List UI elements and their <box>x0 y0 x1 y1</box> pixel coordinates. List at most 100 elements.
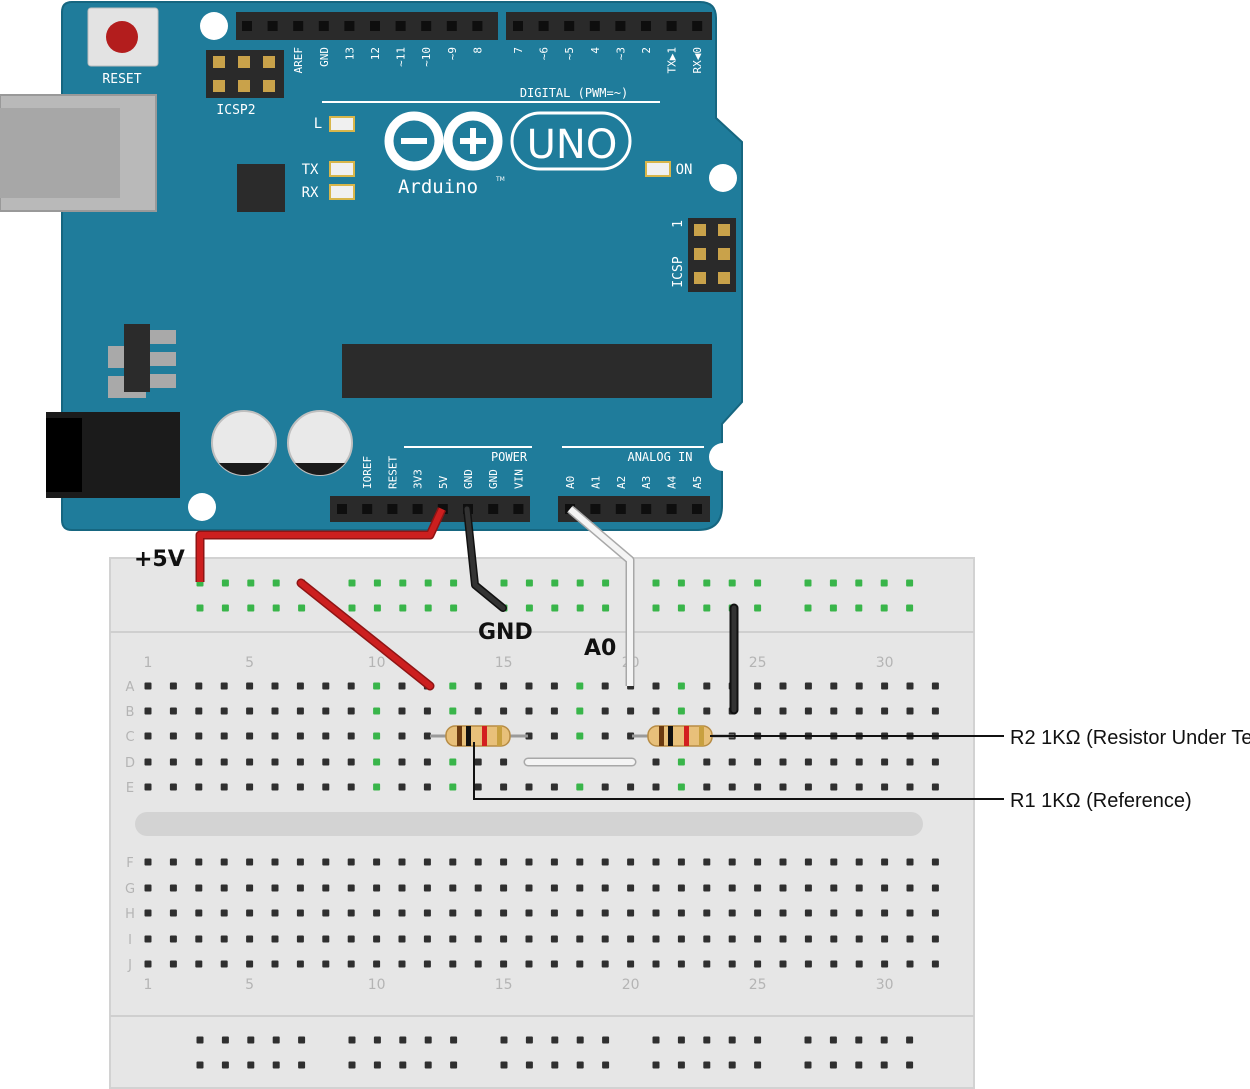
breadboard-hole[interactable] <box>830 909 838 917</box>
breadboard-hole[interactable] <box>855 909 863 917</box>
header-socket[interactable] <box>293 21 304 31</box>
breadboard-hole[interactable] <box>373 909 381 917</box>
breadboard-hole[interactable] <box>322 935 330 943</box>
breadboard-hole[interactable] <box>830 758 838 766</box>
breadboard-hole[interactable] <box>754 935 762 943</box>
breadboard-hole[interactable] <box>830 783 838 791</box>
breadboard-hole[interactable] <box>525 1036 533 1044</box>
breadboard-hole[interactable] <box>298 1036 306 1044</box>
breadboard-hole[interactable] <box>855 1061 863 1069</box>
breadboard-hole[interactable] <box>220 758 228 766</box>
breadboard-hole[interactable] <box>348 1036 356 1044</box>
breadboard-hole[interactable] <box>880 1061 888 1069</box>
header-socket[interactable] <box>666 21 677 31</box>
breadboard-hole[interactable] <box>500 1036 508 1044</box>
breadboard-hole[interactable] <box>652 682 660 690</box>
breadboard-hole[interactable] <box>195 858 203 866</box>
breadboard-hole[interactable] <box>829 604 837 612</box>
breadboard-hole[interactable] <box>322 909 330 917</box>
breadboard-hole[interactable] <box>221 579 229 587</box>
breadboard-hole[interactable] <box>779 858 787 866</box>
breadboard-hole[interactable] <box>627 960 635 968</box>
breadboard-hole[interactable] <box>246 858 254 866</box>
breadboard-hole[interactable] <box>550 884 558 892</box>
breadboard-hole[interactable] <box>829 579 837 587</box>
breadboard-hole[interactable] <box>399 579 407 587</box>
breadboard-hole[interactable] <box>677 1036 685 1044</box>
breadboard-hole[interactable] <box>601 884 609 892</box>
breadboard-hole[interactable] <box>373 1036 381 1044</box>
breadboard-hole[interactable] <box>296 909 304 917</box>
breadboard-hole[interactable] <box>373 732 381 740</box>
breadboard-hole[interactable] <box>677 858 685 866</box>
breadboard-hole[interactable] <box>677 682 685 690</box>
breadboard-hole[interactable] <box>423 858 431 866</box>
breadboard-hole[interactable] <box>373 682 381 690</box>
breadboard-hole[interactable] <box>399 1061 407 1069</box>
breadboard-hole[interactable] <box>703 909 711 917</box>
breadboard-hole[interactable] <box>906 1061 914 1069</box>
breadboard-hole[interactable] <box>169 783 177 791</box>
breadboard-hole[interactable] <box>830 884 838 892</box>
breadboard-hole[interactable] <box>880 1036 888 1044</box>
breadboard-hole[interactable] <box>322 858 330 866</box>
breadboard-hole[interactable] <box>652 783 660 791</box>
breadboard-hole[interactable] <box>652 909 660 917</box>
breadboard-hole[interactable] <box>296 783 304 791</box>
breadboard-hole[interactable] <box>728 758 736 766</box>
breadboard-hole[interactable] <box>627 707 635 715</box>
breadboard-hole[interactable] <box>804 960 812 968</box>
header-socket[interactable] <box>538 21 549 31</box>
breadboard-hole[interactable] <box>246 935 254 943</box>
breadboard-hole[interactable] <box>550 858 558 866</box>
header-socket[interactable] <box>337 504 347 514</box>
breadboard-hole[interactable] <box>602 604 610 612</box>
breadboard-hole[interactable] <box>423 707 431 715</box>
breadboard-hole[interactable] <box>373 758 381 766</box>
breadboard-hole[interactable] <box>449 858 457 866</box>
breadboard-hole[interactable] <box>855 960 863 968</box>
breadboard-hole[interactable] <box>373 884 381 892</box>
breadboard-hole[interactable] <box>576 909 584 917</box>
breadboard-hole[interactable] <box>296 758 304 766</box>
breadboard-hole[interactable] <box>830 858 838 866</box>
breadboard-hole[interactable] <box>728 783 736 791</box>
breadboard-hole[interactable] <box>272 604 280 612</box>
breadboard-hole[interactable] <box>576 960 584 968</box>
breadboard-hole[interactable] <box>373 707 381 715</box>
breadboard-hole[interactable] <box>500 783 508 791</box>
breadboard-hole[interactable] <box>525 884 533 892</box>
breadboard-hole[interactable] <box>551 1036 559 1044</box>
header-socket[interactable] <box>472 21 483 31</box>
breadboard-hole[interactable] <box>449 935 457 943</box>
breadboard-hole[interactable] <box>881 935 889 943</box>
breadboard-hole[interactable] <box>855 858 863 866</box>
breadboard-hole[interactable] <box>754 783 762 791</box>
breadboard-hole[interactable] <box>627 884 635 892</box>
breadboard-hole[interactable] <box>525 604 533 612</box>
breadboard-hole[interactable] <box>754 858 762 866</box>
breadboard-hole[interactable] <box>855 1036 863 1044</box>
breadboard-hole[interactable] <box>144 682 152 690</box>
breadboard-hole[interactable] <box>373 935 381 943</box>
breadboard-hole[interactable] <box>347 758 355 766</box>
breadboard-hole[interactable] <box>271 909 279 917</box>
breadboard-hole[interactable] <box>728 1036 736 1044</box>
breadboard-hole[interactable] <box>449 707 457 715</box>
breadboard-hole[interactable] <box>398 960 406 968</box>
breadboard-hole[interactable] <box>728 858 736 866</box>
breadboard-hole[interactable] <box>602 1036 610 1044</box>
breadboard-hole[interactable] <box>855 935 863 943</box>
breadboard-hole[interactable] <box>450 579 458 587</box>
breadboard-hole[interactable] <box>271 884 279 892</box>
breadboard-hole[interactable] <box>931 858 939 866</box>
breadboard-hole[interactable] <box>779 909 787 917</box>
breadboard-hole[interactable] <box>450 604 458 612</box>
breadboard-hole[interactable] <box>296 707 304 715</box>
header-socket[interactable] <box>446 21 457 31</box>
breadboard-hole[interactable] <box>652 1036 660 1044</box>
breadboard-hole[interactable] <box>677 783 685 791</box>
breadboard-hole[interactable] <box>576 884 584 892</box>
breadboard-hole[interactable] <box>271 783 279 791</box>
breadboard-hole[interactable] <box>576 1061 584 1069</box>
